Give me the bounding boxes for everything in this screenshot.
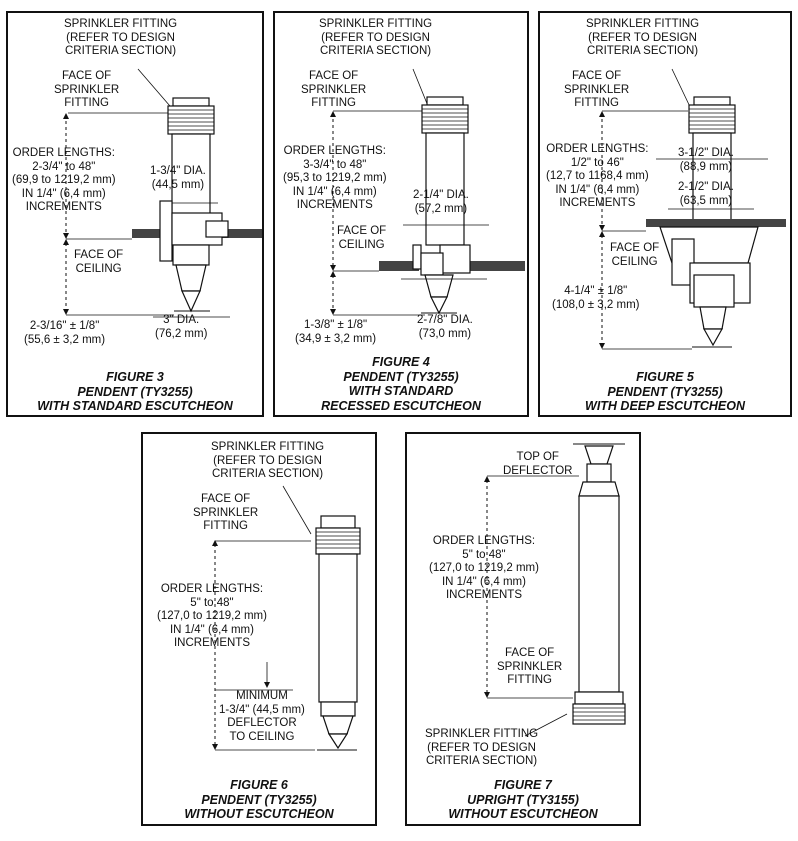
figure-4-face-of-fitting-label: FACE OF SPRINKLER FITTING <box>301 70 367 109</box>
figure-5-caption: FIGURE 5 PENDENT (TY3255) WITH DEEP ESCU… <box>585 370 745 413</box>
figure-5-order-lengths: ORDER LENGTHS: 1/2" to 46" (12,7 to 1168… <box>546 143 649 209</box>
figure-5-bottom-dimension: 4-1/4" ± 1/8" (108,0 ± 3,2 mm) <box>552 285 640 311</box>
figure-5-diameter-mid: 2-1/2" DIA. (63,5 mm) <box>678 181 734 207</box>
figure-5-diameter-top: 3-1/2" DIA. (88,9 mm) <box>678 147 734 173</box>
figure-5-face-of-fitting-label: FACE OF SPRINKLER FITTING <box>564 70 630 109</box>
figure-3-caption: FIGURE 3 PENDENT (TY3255) WITH STANDARD … <box>37 370 233 413</box>
figure-7-caption: FIGURE 7 UPRIGHT (TY3155) WITHOUT ESCUTC… <box>448 778 598 821</box>
figure-6-face-of-fitting-label: FACE OF SPRINKLER FITTING <box>193 493 259 532</box>
figure-3-diameter-bottom: 3" DIA. (76,2 mm) <box>155 314 208 340</box>
figure-4-diameter-bottom: 2-7/8" DIA. (73,0 mm) <box>417 314 473 340</box>
figure-5-fitting-note: SPRINKLER FITTING (REFER TO DESIGN CRITE… <box>586 18 700 57</box>
figure-4-panel: SPRINKLER FITTING (REFER TO DESIGN CRITE… <box>273 11 529 417</box>
figure-7-fitting-note: SPRINKLER FITTING (REFER TO DESIGN CRITE… <box>425 728 539 767</box>
figure-5-panel: SPRINKLER FITTING (REFER TO DESIGN CRITE… <box>538 11 792 417</box>
figure-3-face-of-ceiling: FACE OF CEILING <box>74 249 124 275</box>
figure-3-fitting-note: SPRINKLER FITTING (REFER TO DESIGN CRITE… <box>64 18 178 57</box>
figure-6-order-lengths: ORDER LENGTHS: 5" to 48" (127,0 to 1219,… <box>157 583 267 649</box>
figure-3-diameter-top: 1-3/4" DIA. (44,5 mm) <box>150 165 206 191</box>
figure-4-face-of-ceiling: FACE OF CEILING <box>337 225 387 251</box>
figure-7-face-of-fitting-label: FACE OF SPRINKLER FITTING <box>497 647 563 686</box>
figure-3-drawing <box>63 68 262 318</box>
figure-4-diameter-top: 2-1/4" DIA. (57,2 mm) <box>413 189 469 215</box>
figure-4-order-lengths: ORDER LENGTHS: 3-3/4" to 48" (95,3 to 12… <box>283 145 387 211</box>
figure-6-panel: SPRINKLER FITTING (REFER TO DESIGN CRITE… <box>141 432 377 826</box>
figure-7-panel: TOP OF DEFLECTOR ORDER LENGTHS: 5" to 48… <box>405 432 641 826</box>
figure-4-drawing <box>330 68 525 316</box>
figure-6-caption: FIGURE 6 PENDENT (TY3255) WITHOUT ESCUTC… <box>184 778 334 821</box>
figure-5-face-of-ceiling: FACE OF CEILING <box>610 242 660 268</box>
figure-6-drawing <box>212 485 361 751</box>
figure-5-drawing <box>599 68 786 350</box>
figure-6-fitting-note: SPRINKLER FITTING (REFER TO DESIGN CRITE… <box>211 441 325 480</box>
figure-7-top-of-deflector: TOP OF DEFLECTOR <box>503 451 573 477</box>
figure-3-bottom-dimension: 2-3/16" ± 1/8" (55,6 ± 3,2 mm) <box>24 320 106 346</box>
figure-4-fitting-note: SPRINKLER FITTING (REFER TO DESIGN CRITE… <box>319 18 433 57</box>
figure-4-caption: FIGURE 4 PENDENT (TY3255) WITH STANDARD … <box>321 355 481 413</box>
figure-7-drawing <box>484 443 626 737</box>
figure-3-face-of-fitting-label: FACE OF SPRINKLER FITTING <box>54 70 120 109</box>
figure-7-order-lengths: ORDER LENGTHS: 5" to 48" (127,0 to 1219,… <box>429 535 539 601</box>
figure-6-minimum-note: MINIMUM 1-3/4" (44,5 mm) DEFLECTOR TO CE… <box>219 690 305 743</box>
figure-3-order-lengths: ORDER LENGTHS: 2-3/4" to 48" (69,9 to 12… <box>12 147 116 213</box>
figure-3-panel: SPRINKLER FITTING (REFER TO DESIGN CRITE… <box>6 11 264 417</box>
figure-4-bottom-dimension: 1-3/8" ± 1/8" (34,9 ± 3,2 mm) <box>295 319 377 345</box>
